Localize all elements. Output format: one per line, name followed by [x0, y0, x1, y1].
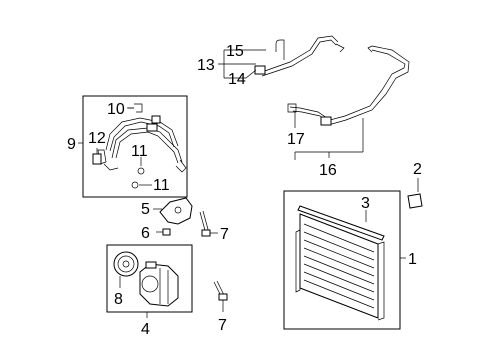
callout-labels: 1 2 3 4 5 6 7 7 8 9 10 11 11 12 13 14 15… [67, 43, 422, 338]
part-2-clip [407, 193, 423, 209]
leader-lines [78, 49, 406, 318]
callout-8: 8 [114, 291, 123, 308]
compressor-box [106, 244, 193, 313]
callout-6: 6 [141, 225, 150, 242]
callout-13: 13 [197, 57, 215, 74]
part-8-clutch-pulley [113, 251, 139, 277]
part-7-bolt-lower [213, 280, 228, 301]
callout-4: 4 [141, 321, 150, 338]
callout-14: 14 [228, 71, 246, 88]
callout-12: 12 [88, 130, 106, 147]
callout-5: 5 [141, 201, 150, 218]
callout-16: 16 [319, 162, 337, 179]
condenser-box [283, 190, 401, 330]
part-1-condenser [295, 213, 385, 321]
callout-9: 9 [67, 136, 76, 153]
callout-2: 2 [413, 161, 422, 178]
callout-15: 15 [226, 43, 244, 60]
callout-10: 10 [107, 101, 125, 118]
part-7-bolt-upper [199, 210, 211, 237]
upper-refrigerant-line [254, 35, 345, 77]
part-11-oring-upper [137, 167, 145, 175]
callout-11-upper: 11 [131, 143, 148, 160]
callout-3: 3 [361, 195, 370, 212]
part-6-bolt [162, 228, 171, 236]
hose-assembly [97, 115, 187, 173]
callout-7-lower: 7 [218, 317, 227, 334]
part-4-compressor [139, 261, 179, 307]
part-11-oring-lower [131, 181, 139, 189]
callout-1: 1 [408, 251, 417, 268]
callout-17: 17 [287, 131, 305, 148]
part-12-valve [92, 148, 102, 165]
hose-assembly-box [82, 95, 188, 198]
callout-11-lower: 11 [153, 177, 170, 194]
part-3-upper-bracket [297, 205, 385, 241]
liquid-line [287, 45, 410, 126]
part-5-compressor-bracket [159, 197, 193, 225]
callout-7-upper: 7 [220, 226, 229, 243]
